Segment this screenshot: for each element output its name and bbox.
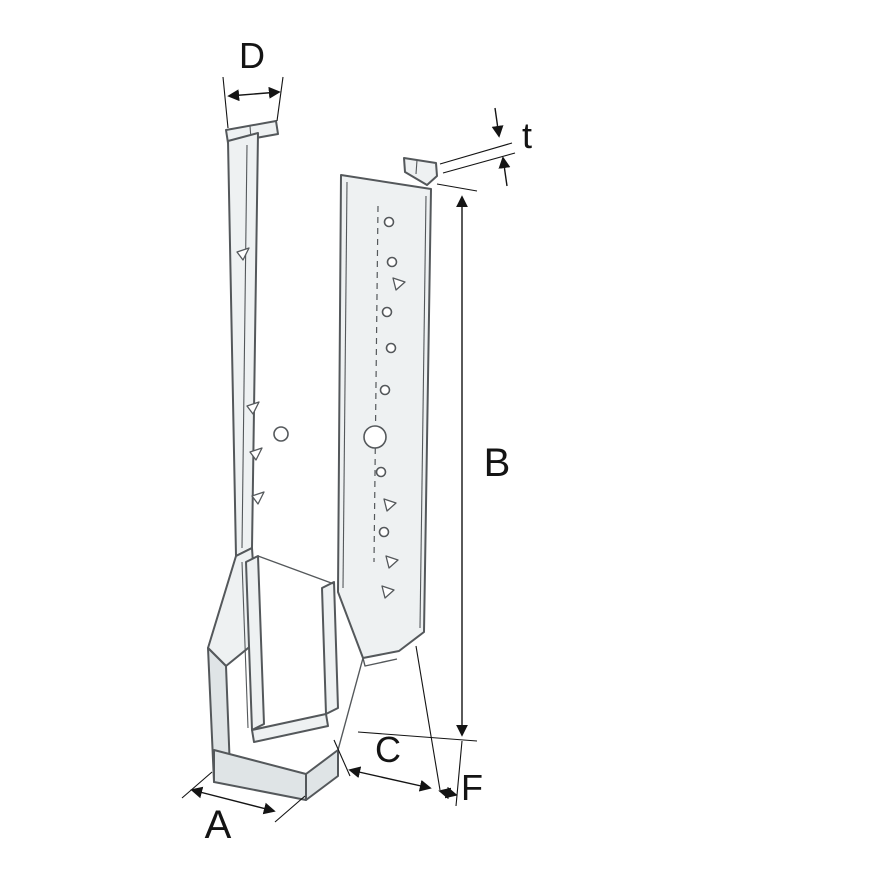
right-flange-bend-right: [419, 195, 427, 629]
dim-label-B: B: [484, 441, 511, 485]
speed-prong: [381, 585, 395, 599]
u-channel-floor-edge: [251, 713, 329, 743]
left-transition-wing: [207, 547, 259, 667]
speed-prong: [236, 247, 250, 261]
u-channel-back-fold: [257, 555, 335, 585]
right-flange-bottom-fold: [362, 657, 398, 667]
dimension-t: t: [439, 107, 532, 187]
dim-label-t: t: [522, 115, 532, 156]
dim-arrow-line: [498, 156, 511, 187]
speed-prong: [385, 555, 399, 569]
back-plate-hole: [273, 426, 289, 442]
seat-slab-front: [213, 749, 307, 801]
u-channel-left-wall-line: [241, 561, 249, 729]
nail-hole: [379, 384, 391, 396]
right-flange-bend-left: [342, 181, 348, 589]
hanger-illustration: [207, 120, 438, 801]
dim-label-F: F: [461, 767, 483, 808]
dim-arrow-line: [438, 786, 458, 800]
right-flange: [337, 174, 432, 659]
nail-hole: [385, 342, 397, 354]
right-flange-centerline: [373, 205, 379, 563]
dimension-C: C: [333, 645, 441, 792]
nail-hole: [375, 466, 387, 478]
right-flange-top-tab: [403, 157, 438, 186]
dimension-A: A: [181, 771, 306, 847]
dim-label-C: C: [375, 729, 401, 770]
dim-arrow-line: [348, 766, 432, 792]
speed-prong: [249, 447, 263, 461]
dimension-F: F: [438, 767, 483, 808]
dim-extension-line: [274, 795, 306, 823]
dim-arrow-line: [190, 786, 276, 815]
left-flange-bend-line: [241, 144, 248, 549]
flange-seat-connection: [337, 657, 364, 751]
dim-arrow-line: [227, 86, 281, 102]
dim-extension-line: [181, 771, 213, 799]
dim-extension-line: [436, 183, 478, 192]
dim-extension-line: [357, 731, 478, 742]
dimension-B: B: [357, 183, 511, 807]
speed-prong: [392, 277, 406, 291]
nail-hole: [386, 256, 398, 268]
dim-extension-line: [222, 76, 229, 129]
seat-slab-right: [305, 749, 339, 801]
dim-extension-line: [276, 76, 284, 122]
dim-extension-line: [333, 739, 351, 777]
dim-extension-line: [415, 645, 441, 791]
nail-hole: [383, 216, 395, 228]
speed-prong: [383, 498, 397, 512]
dim-label-D: D: [239, 35, 265, 76]
right-tab-notch-line: [415, 159, 418, 175]
speed-prong: [251, 491, 265, 505]
thickness-leader-line: [439, 142, 513, 165]
speed-prong: [246, 401, 260, 415]
u-channel-left-wall: [245, 555, 265, 731]
dimension-D: D: [222, 35, 284, 129]
nail-hole: [381, 306, 393, 318]
dim-label-A: A: [205, 803, 232, 847]
u-channel-right-wall: [321, 581, 339, 715]
large-bolt-hole: [363, 425, 387, 449]
dim-arrow-line: [491, 107, 504, 138]
nail-hole: [378, 526, 390, 538]
